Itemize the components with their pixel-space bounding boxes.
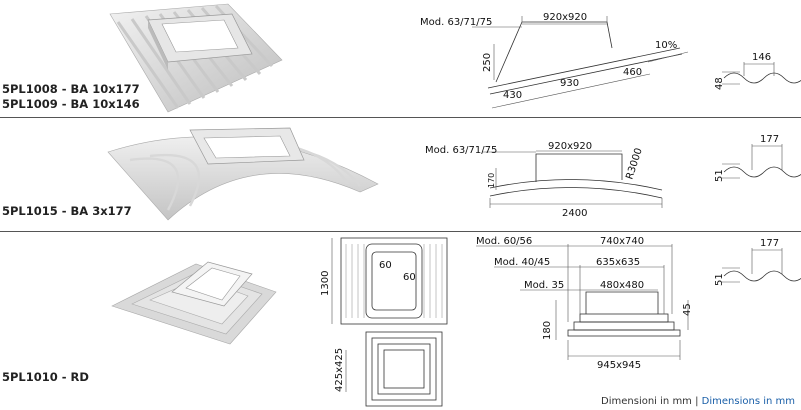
dimension-d3: 460 [623,67,642,78]
footer-units-en: Dimensions in mm [701,396,795,407]
dimension-height: 170 [487,173,496,188]
module-dimension: 635x635 [596,257,640,268]
profile-drawing-row2 [722,144,801,179]
model-label: Mod. 63/71/75 [425,145,497,156]
footer-units-it: Dimensioni in mm [601,396,692,407]
plan-view-top [331,237,448,325]
model-label: Mod. 35 [524,280,564,291]
profile-width: 177 [760,134,779,145]
product-photo-corrugated [109,3,283,113]
footer-separator: | [695,396,699,407]
slope-label: 10% [655,40,677,51]
profile-drawing-row1 [722,62,801,85]
row-separator-2 [0,231,801,232]
product-code: 5PL1015 - BA 3x177 [2,204,132,218]
dimension-width: 2400 [562,208,587,219]
profile-height: 51 [714,169,725,182]
module-dimension: 480x480 [600,280,644,291]
section-drawing-row2 [482,150,663,208]
section-drawing-row1 [472,16,689,109]
model-label: Mod. 63/71/75 [420,17,492,28]
dimension-height-right: 45 [682,303,693,316]
plan-view-bottom [345,331,443,407]
profile-width: 146 [752,52,771,63]
profile-drawing-row3 [722,248,801,283]
dimension-radius: R3000 [624,147,644,181]
product-photo-stepped [111,261,277,345]
plan-inner-dimension: 60 [403,272,416,283]
section-drawing-row3 [476,244,689,360]
module-dimension: 740x740 [600,236,644,247]
profile-height: 51 [714,273,725,286]
model-label: Mod. 40/45 [494,257,550,268]
row-separator-1 [0,117,801,118]
model-label: Mod. 60/56 [476,236,532,247]
product-code: 5PL1008 - BA 10x177 [2,82,140,96]
product-code: 5PL1010 - RD [2,370,89,384]
dimension-height: 250 [482,53,493,72]
product-code: 5PL1009 - BA 10x146 [2,97,140,111]
plan-dimension: 1300 [320,271,331,296]
profile-height: 48 [714,77,725,90]
dimension-d2: 930 [560,78,579,89]
profile-width: 177 [760,238,779,249]
base-dimension: 945x945 [597,360,641,371]
dimension-height-left: 180 [542,321,553,340]
footer-units: Dimensioni in mm | Dimensions in mm [601,396,795,407]
dimension-opening: 920x920 [543,12,587,23]
product-photo-curved [107,127,379,221]
plan-inner-dimension: 60 [379,260,392,271]
plan-dimension: 425x425 [334,348,345,392]
dimension-d1: 430 [503,90,522,101]
dimension-opening: 920x920 [548,141,592,152]
